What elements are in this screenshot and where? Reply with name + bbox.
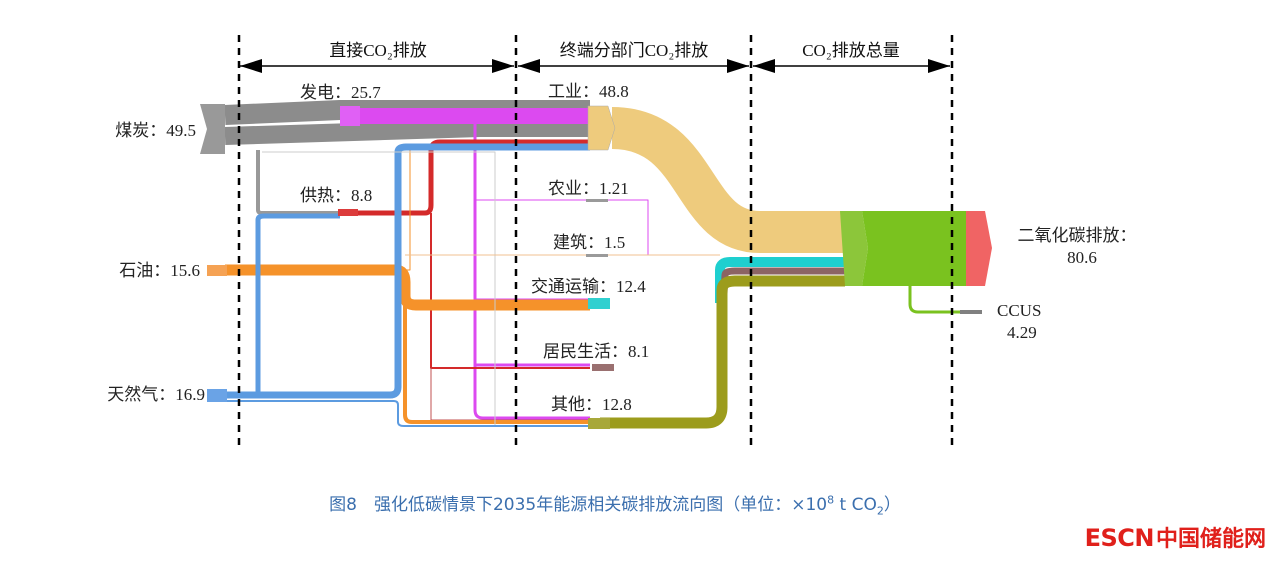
- label-emission: 二氧化碳排放：: [1018, 226, 1137, 245]
- label-industry: 工业：48.8: [548, 82, 629, 101]
- flow-coal-heat: [256, 150, 340, 215]
- arrowhead-right-icon: [928, 59, 950, 73]
- stage-header: 直接CO₂排放 终端分部门CO₂排放 CO₂排放总量: [240, 41, 950, 73]
- arrowhead-left-icon: [518, 59, 540, 73]
- stage-label-sector: 终端分部门CO₂排放: [560, 41, 709, 60]
- caption-subscript: 2: [876, 504, 884, 518]
- node-total-inflow: [840, 211, 868, 286]
- node-power: [340, 106, 360, 126]
- node-total: [862, 211, 966, 286]
- node-agriculture: [586, 199, 608, 202]
- flow-heat-industry: [340, 139, 590, 216]
- node-residential: [592, 364, 614, 371]
- flow-oil-other: [403, 305, 590, 424]
- flow-coal-industry: [224, 119, 590, 145]
- node-ccus: [960, 310, 982, 314]
- stage-label-total: CO₂排放总量: [802, 41, 900, 60]
- figure-caption: 图8 强化低碳情景下2035年能源相关碳排放流向图（单位：×108 t CO2）: [0, 490, 1230, 517]
- caption-suffix: ）: [883, 495, 901, 515]
- arrowhead-right-icon: [727, 59, 749, 73]
- arrowhead-left-icon: [753, 59, 775, 73]
- flow-gas-industry: [225, 143, 590, 399]
- label-ccus-value: 4.29: [1007, 323, 1037, 342]
- label-coal: 煤炭：49.5: [115, 121, 196, 140]
- node-building: [586, 254, 608, 257]
- label-building: 建筑：1.5: [553, 233, 625, 252]
- node-labels: 煤炭：49.5 石油：15.6 天然气：16.9 发电：25.7 供热：8.8 …: [107, 82, 1136, 414]
- node-emission: [966, 211, 992, 286]
- label-residential: 居民生活：8.1: [543, 342, 649, 361]
- caption-unit: t CO: [834, 495, 877, 515]
- caption-text: 图8 强化低碳情景下2035年能源相关碳排放流向图（单位：×10: [329, 495, 828, 515]
- stage-separators: [237, 35, 954, 448]
- label-heat: 供热：8.8: [300, 186, 372, 205]
- label-agriculture: 农业：1.21: [548, 179, 629, 198]
- node-coal: [200, 104, 225, 154]
- flow-residential-total: [716, 267, 845, 368]
- flow-other-total: [600, 275, 845, 429]
- label-emission-value: 80.6: [1067, 248, 1097, 267]
- node-gas: [207, 389, 227, 402]
- escn-logo: ESCN中国储能网: [1085, 521, 1266, 553]
- label-transport: 交通运输：12.4: [531, 277, 646, 296]
- label-oil: 石油：15.6: [119, 261, 200, 280]
- node-heat: [338, 209, 358, 216]
- arrowhead-right-icon: [492, 59, 514, 73]
- flow-power-other: [473, 122, 590, 420]
- flow-transport-total: [715, 257, 845, 303]
- flows: [224, 100, 960, 429]
- label-other: 其他：12.8: [551, 395, 632, 414]
- flow-total-ccus: [908, 284, 960, 314]
- node-oil: [207, 265, 227, 276]
- logo-latin: ESCN: [1084, 524, 1155, 552]
- label-gas: 天然气：16.9: [107, 385, 205, 404]
- guide-line: [262, 151, 496, 425]
- arrowhead-left-icon: [240, 59, 262, 73]
- nodes: [200, 104, 992, 429]
- stage-label-direct: 直接CO₂排放: [329, 41, 427, 60]
- label-power: 发电：25.7: [300, 83, 381, 102]
- carbon-flow-sankey: 直接CO₂排放 终端分部门CO₂排放 CO₂排放总量: [107, 35, 1137, 448]
- flow-gas-heat: [255, 213, 340, 395]
- node-other: [588, 418, 610, 429]
- flow-industry-total: [610, 107, 845, 253]
- caption-exponent: 8: [827, 493, 835, 507]
- logo-chinese: 中国储能网: [1155, 527, 1266, 552]
- flow-gas-other: [225, 400, 590, 427]
- node-transport: [588, 298, 610, 309]
- label-ccus: CCUS: [997, 301, 1041, 320]
- node-industry: [587, 105, 616, 151]
